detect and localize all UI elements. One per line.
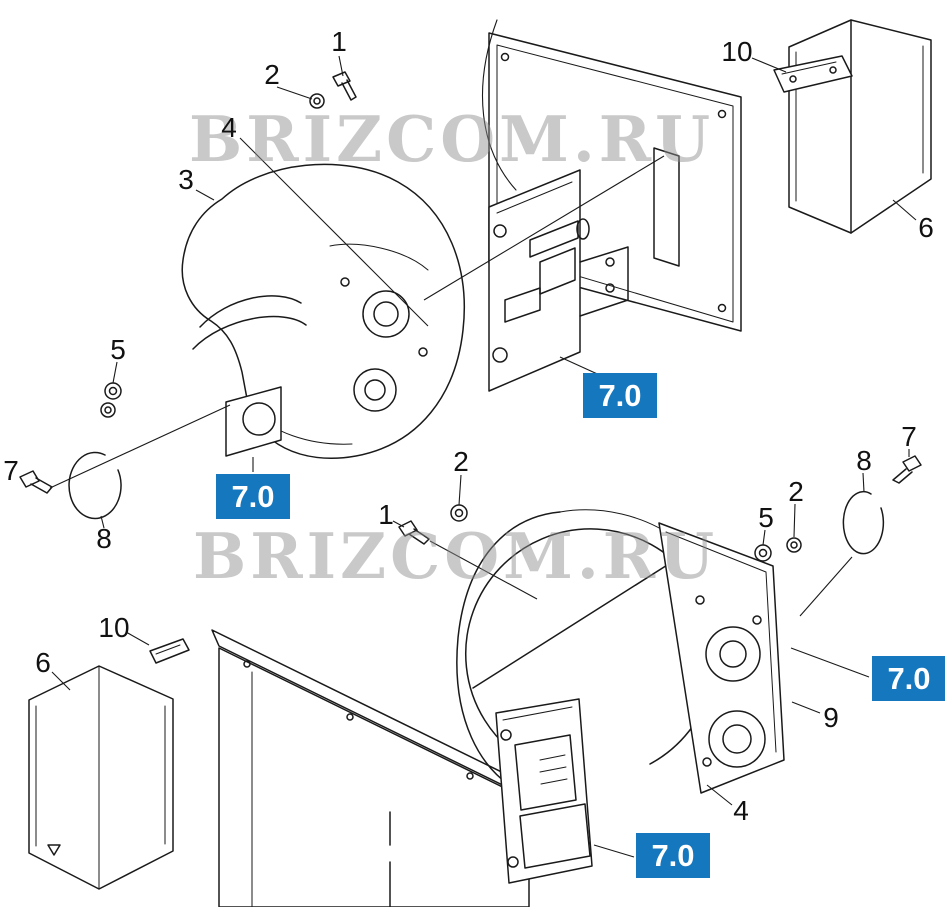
washers-5-top (100, 382, 122, 418)
callout-1-bottom: 1 (378, 499, 394, 530)
callout-9: 9 (823, 702, 839, 733)
bracket-bottom (149, 638, 190, 664)
cover-top-right (788, 19, 932, 234)
callout-4-top: 4 (221, 112, 237, 143)
bolt-1-top (332, 71, 357, 101)
callout-3: 3 (178, 164, 194, 195)
washer-2-bottom-left (450, 504, 468, 522)
callout-6-bottom: 6 (35, 647, 51, 678)
callout-7-bottom: 7 (901, 421, 917, 452)
logo-mark-icon (47, 844, 61, 856)
callout-2-bottom-right: 2 (788, 476, 804, 507)
o-ring-8-top (68, 451, 122, 520)
callout-10-bottom: 10 (98, 612, 130, 643)
callout-1-top: 1 (331, 26, 347, 57)
section-ref-badge-bottom[interactable]: 7.0 (636, 833, 710, 878)
leader-lines-top (49, 55, 917, 529)
control-unit-bottom (495, 698, 593, 884)
blower-housing-top (181, 163, 465, 460)
callout-6-top: 6 (918, 212, 934, 243)
port-plate-bottom (658, 522, 785, 794)
callout-5-bottom: 5 (758, 502, 774, 533)
section-ref-badge-right[interactable]: 7.0 (872, 656, 945, 701)
bolt-7-top (19, 470, 53, 494)
section-ref-badge-top-left[interactable]: 7.0 (216, 474, 290, 519)
bolt-1-bottom (398, 520, 430, 545)
washer-2-bottom-right (786, 537, 802, 553)
callout-4-bottom: 4 (733, 795, 749, 826)
gasket-plate-top (225, 386, 282, 457)
callout-8-bottom: 8 (856, 445, 872, 476)
leader-lines-bottom (51, 449, 910, 858)
callout-2-bottom-left: 2 (453, 446, 469, 477)
cover-bottom-left (28, 665, 174, 890)
o-ring-8-bottom (842, 490, 885, 555)
callout-10-top: 10 (721, 36, 753, 67)
washer-5-bottom (754, 544, 772, 562)
washer-2-top (309, 93, 325, 109)
control-unit-top (488, 169, 629, 392)
callout-8-top: 8 (96, 523, 112, 554)
section-ref-badge-top-middle[interactable]: 7.0 (583, 373, 657, 418)
callout-7-top: 7 (3, 455, 19, 486)
bracket-top (773, 55, 853, 93)
callout-5-top: 5 (110, 334, 126, 365)
callout-2-top: 2 (264, 59, 280, 90)
bolt-7-bottom (892, 455, 922, 484)
